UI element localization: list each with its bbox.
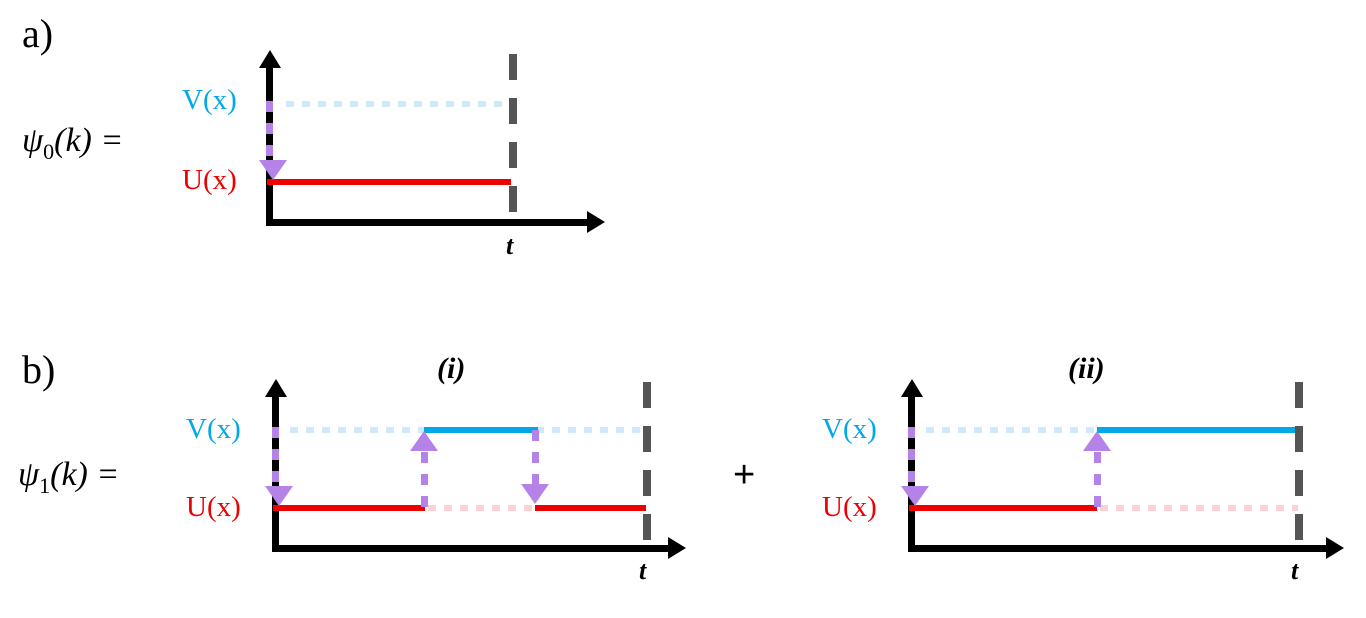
formula-a-subscript: 0	[43, 138, 55, 164]
panel-a-x-axis	[266, 219, 589, 226]
panel-bi-x-axis-arrowhead	[668, 537, 686, 559]
panel-bi-y-axis-arrowhead	[265, 379, 287, 397]
formula-a-rest: (k) =	[54, 122, 124, 159]
panel-bi-time-marker	[643, 382, 651, 548]
panel-bi-level-u-dotted-middle	[428, 505, 535, 511]
panel-a-transition-arrow-down	[259, 160, 287, 180]
panel-a-letter: a)	[22, 11, 54, 56]
panel-bi-trajectory-u-solid-left	[273, 505, 425, 511]
panel-bii-time-marker	[1295, 382, 1303, 548]
panel-a-y-axis-arrowhead	[259, 50, 281, 68]
panel-bii-level-label-v: V(x)	[822, 413, 877, 445]
panel-bi-trajectory-u-solid-right	[535, 505, 646, 511]
subpanel-ii-title: (ii)	[1068, 352, 1105, 385]
sum-operator-plus: +	[733, 454, 756, 496]
panel-a-level-label-v: V(x)	[182, 84, 237, 116]
panel-bii-level-label-u: U(x)	[822, 491, 877, 523]
panel-a-level-label-u: U(x)	[182, 164, 237, 196]
formula-b-symbol: ψ	[18, 456, 40, 493]
panel-bii-trajectory-v-solid	[1097, 427, 1298, 433]
panel-b-formula: ψ1(k) =	[18, 458, 119, 497]
formula-b-rest: (k) =	[50, 456, 120, 493]
panel-bii-trajectory-u-solid	[909, 505, 1097, 511]
panel-bii-transition-arrow-down-initial	[901, 486, 929, 506]
panel-a-level-v-dotted	[286, 101, 516, 107]
panel-bi-level-v-dotted-right	[536, 427, 646, 433]
panel-b-letter: b)	[22, 347, 56, 392]
panel-bi-level-label-u: U(x)	[186, 491, 241, 523]
subpanel-i-title: (i)	[437, 352, 466, 385]
panel-bii-x-axis-arrowhead	[1326, 537, 1344, 559]
panel-bii-level-u-dotted	[1100, 505, 1298, 511]
panel-bii-t-label: t	[1291, 556, 1299, 585]
formula-a-symbol: ψ	[22, 122, 44, 159]
panel-bi-level-label-v: V(x)	[186, 413, 241, 445]
panel-a-t-label: t	[506, 231, 514, 260]
panel-bii-level-v-dotted	[926, 427, 1099, 433]
panel-bi-t-label: t	[639, 556, 647, 585]
panel-bi-level-v-dotted-left	[290, 427, 427, 433]
panel-bii-y-axis-arrowhead	[901, 379, 923, 397]
panel-a-formula: ψ0(k) =	[22, 124, 123, 163]
panel-bi-transition-dash-down	[532, 430, 539, 486]
formula-b-subscript: 1	[39, 472, 51, 498]
panel-a-transition-dash-initial	[266, 101, 273, 163]
panel-bi-transition-dash-up	[421, 452, 428, 508]
panel-bii-x-axis	[908, 545, 1328, 552]
panel-bi-transition-arrow-down-initial	[265, 486, 293, 506]
panel-bii-transition-arrow-up	[1083, 431, 1111, 451]
panel-a-time-marker	[509, 54, 517, 222]
panel-bi-transition-arrow-down	[521, 484, 549, 504]
panel-bi-x-axis	[272, 545, 670, 552]
panel-bii-transition-dash-initial	[908, 427, 915, 489]
panel-bii-transition-dash-up	[1094, 452, 1101, 508]
panel-bi-trajectory-v-solid	[424, 427, 538, 433]
panel-bi-transition-dash-initial	[272, 427, 279, 489]
panel-bi-transition-arrow-up	[410, 431, 438, 451]
panel-a-trajectory-u-solid	[267, 179, 511, 185]
panel-a-x-axis-arrowhead	[587, 211, 605, 233]
